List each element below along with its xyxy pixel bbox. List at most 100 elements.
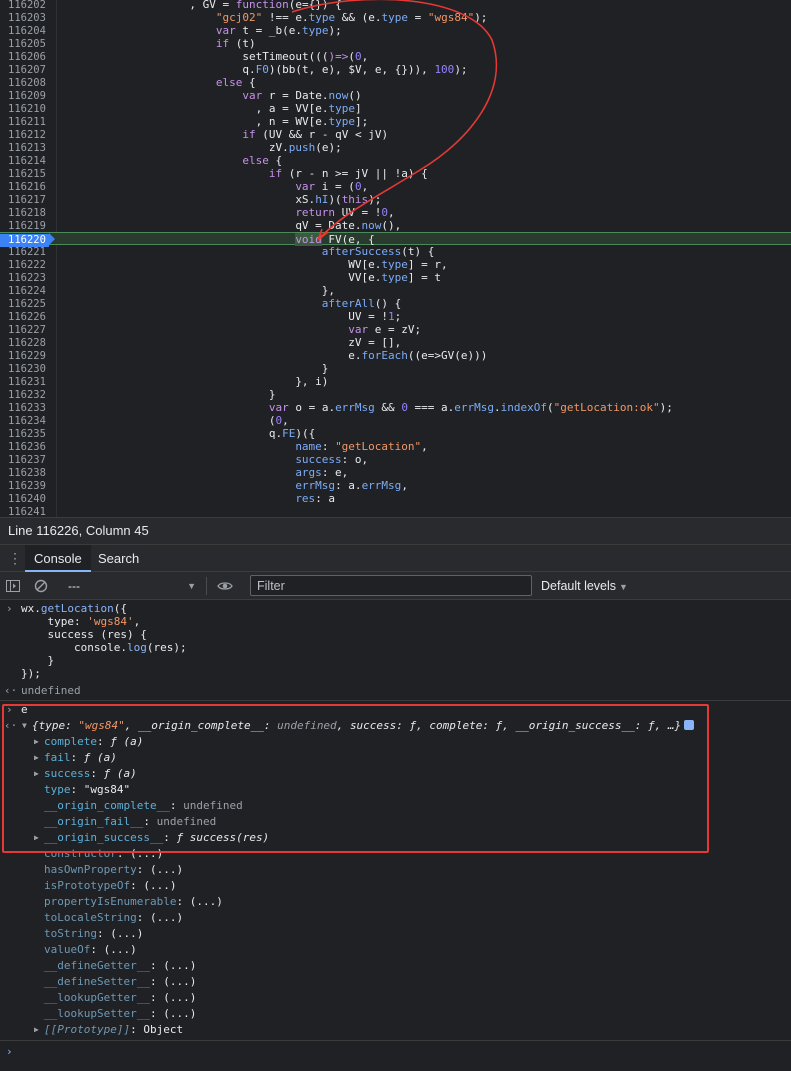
- line-number[interactable]: 116237: [8, 454, 46, 466]
- property-entry[interactable]: __defineSetter__: (...): [44, 974, 196, 990]
- line-number[interactable]: 116207: [8, 64, 46, 76]
- line-number[interactable]: 116219: [8, 220, 46, 232]
- property-value: ƒ (a): [83, 751, 117, 764]
- line-number[interactable]: 116222: [8, 259, 46, 271]
- code-text: UV = !1;: [348, 310, 401, 323]
- code-token: type: [381, 271, 408, 284]
- property-entry[interactable]: complete: ƒ (a): [44, 734, 143, 750]
- property-entry[interactable]: constructor: (...): [44, 846, 163, 862]
- console-output[interactable]: ›wx.getLocation({ type: 'wgs84', success…: [0, 600, 791, 1071]
- tab-console[interactable]: Console: [25, 545, 91, 572]
- code-line: 116203"gcj02" !== e.type && (e.type = "w…: [0, 11, 791, 24]
- expand-triangle-icon[interactable]: ▶: [34, 833, 39, 842]
- line-number[interactable]: 116210: [8, 103, 46, 115]
- info-icon[interactable]: [684, 720, 695, 730]
- line-number[interactable]: 116205: [8, 38, 46, 50]
- breakpoint-marker-icon[interactable]: [49, 233, 55, 245]
- filter-input[interactable]: [250, 575, 532, 596]
- property-entry[interactable]: __defineGetter__: (...): [44, 958, 196, 974]
- line-number[interactable]: 116226: [8, 311, 46, 323]
- eye-icon[interactable]: [217, 578, 233, 594]
- code-token: FE: [282, 427, 296, 440]
- log-levels-dropdown[interactable]: Default levels▼: [541, 572, 628, 600]
- line-number[interactable]: 116234: [8, 415, 46, 427]
- property-separator: :: [90, 943, 104, 956]
- line-number[interactable]: 116231: [8, 376, 46, 388]
- line-number[interactable]: 116233: [8, 402, 46, 414]
- code-text: var o = a.errMsg && 0 === a.errMsg.index…: [269, 401, 673, 414]
- expand-triangle-icon[interactable]: ▶: [34, 769, 39, 778]
- code-text: , a = VV[e.type]: [256, 102, 362, 115]
- code-token: , GV =: [189, 0, 236, 11]
- code-text: var i = (0,: [295, 180, 368, 193]
- line-number[interactable]: 116224: [8, 285, 46, 297]
- line-number[interactable]: 116214: [8, 155, 46, 167]
- property-entry[interactable]: hasOwnProperty: (...): [44, 862, 183, 878]
- line-number[interactable]: 116225: [8, 298, 46, 310]
- sidebar-toggle-icon[interactable]: [5, 578, 21, 594]
- line-number[interactable]: 116206: [8, 51, 46, 63]
- property-entry[interactable]: __origin_fail__: undefined: [44, 814, 216, 830]
- line-number[interactable]: 116209: [8, 90, 46, 102]
- expand-triangle-icon[interactable]: ▶: [34, 753, 39, 762]
- expand-triangle-icon[interactable]: ▼: [22, 721, 27, 730]
- line-number[interactable]: 116213: [8, 142, 46, 154]
- code-text: zV = [],: [348, 336, 401, 349]
- property-entry[interactable]: [[Prototype]]: Object: [44, 1022, 183, 1038]
- line-number[interactable]: 116230: [8, 363, 46, 375]
- line-number[interactable]: 116221: [8, 246, 46, 258]
- property-entry[interactable]: type: "wgs84": [44, 782, 130, 798]
- code-token: {: [268, 154, 283, 167]
- line-number[interactable]: 116218: [8, 207, 46, 219]
- log-levels-label: Default levels: [541, 579, 617, 593]
- line-number[interactable]: 116204: [8, 25, 46, 37]
- line-number[interactable]: 116238: [8, 467, 46, 479]
- line-number[interactable]: 116240: [8, 493, 46, 505]
- tab-search[interactable]: Search: [98, 551, 140, 566]
- console-input-line: }: [0, 653, 791, 669]
- property-entry[interactable]: valueOf: (...): [44, 942, 137, 958]
- code-token: var: [242, 89, 263, 102]
- code-text: q.FE)({: [269, 427, 315, 440]
- line-number[interactable]: 116236: [8, 441, 46, 453]
- object-summary-text[interactable]: {type: "wgs84", __origin_complete__: und…: [32, 718, 695, 734]
- property-entry[interactable]: __lookupSetter__: (...): [44, 1006, 196, 1022]
- property-entry[interactable]: __lookupGetter__: (...): [44, 990, 196, 1006]
- line-number[interactable]: 116217: [8, 194, 46, 206]
- source-editor[interactable]: 116202, GV = function(e={}) {116203"gcj0…: [0, 0, 791, 517]
- code-token: ,: [421, 440, 428, 453]
- property-entry[interactable]: __origin_success__: ƒ success(res): [44, 830, 269, 846]
- console-prompt-line[interactable]: ›: [0, 1044, 791, 1060]
- line-number[interactable]: 116239: [8, 480, 46, 492]
- context-selector[interactable]: --- ▼: [60, 577, 200, 595]
- line-number[interactable]: 116202: [8, 0, 46, 11]
- line-number[interactable]: 116235: [8, 428, 46, 440]
- line-number[interactable]: 116228: [8, 337, 46, 349]
- property-entry[interactable]: toString: (...): [44, 926, 143, 942]
- code-token: =: [407, 11, 428, 24]
- clear-console-icon[interactable]: [33, 578, 49, 594]
- kebab-menu-icon[interactable]: ⋮: [8, 550, 22, 566]
- object-property: ▶ complete: ƒ (a): [0, 734, 791, 750]
- property-entry[interactable]: __origin_complete__: undefined: [44, 798, 243, 814]
- line-number[interactable]: 116223: [8, 272, 46, 284]
- line-number[interactable]: 116220: [0, 234, 49, 247]
- expand-triangle-icon[interactable]: ▶: [34, 737, 39, 746]
- line-number[interactable]: 116216: [8, 181, 46, 193]
- line-number[interactable]: 116227: [8, 324, 46, 336]
- line-number[interactable]: 116203: [8, 12, 46, 24]
- line-number[interactable]: 116208: [8, 77, 46, 89]
- line-number[interactable]: 116241: [8, 506, 46, 517]
- property-entry[interactable]: propertyIsEnumerable: (...): [44, 894, 223, 910]
- line-number[interactable]: 116211: [8, 116, 46, 128]
- property-entry[interactable]: fail: ƒ (a): [44, 750, 117, 766]
- line-number[interactable]: 116232: [8, 389, 46, 401]
- line-number[interactable]: 116212: [8, 129, 46, 141]
- property-entry[interactable]: isPrototypeOf: (...): [44, 878, 176, 894]
- expand-triangle-icon[interactable]: ▶: [34, 1025, 39, 1034]
- property-entry[interactable]: toLocaleString: (...): [44, 910, 183, 926]
- line-number[interactable]: 116215: [8, 168, 46, 180]
- property-entry[interactable]: success: ƒ (a): [44, 766, 137, 782]
- line-number[interactable]: 116229: [8, 350, 46, 362]
